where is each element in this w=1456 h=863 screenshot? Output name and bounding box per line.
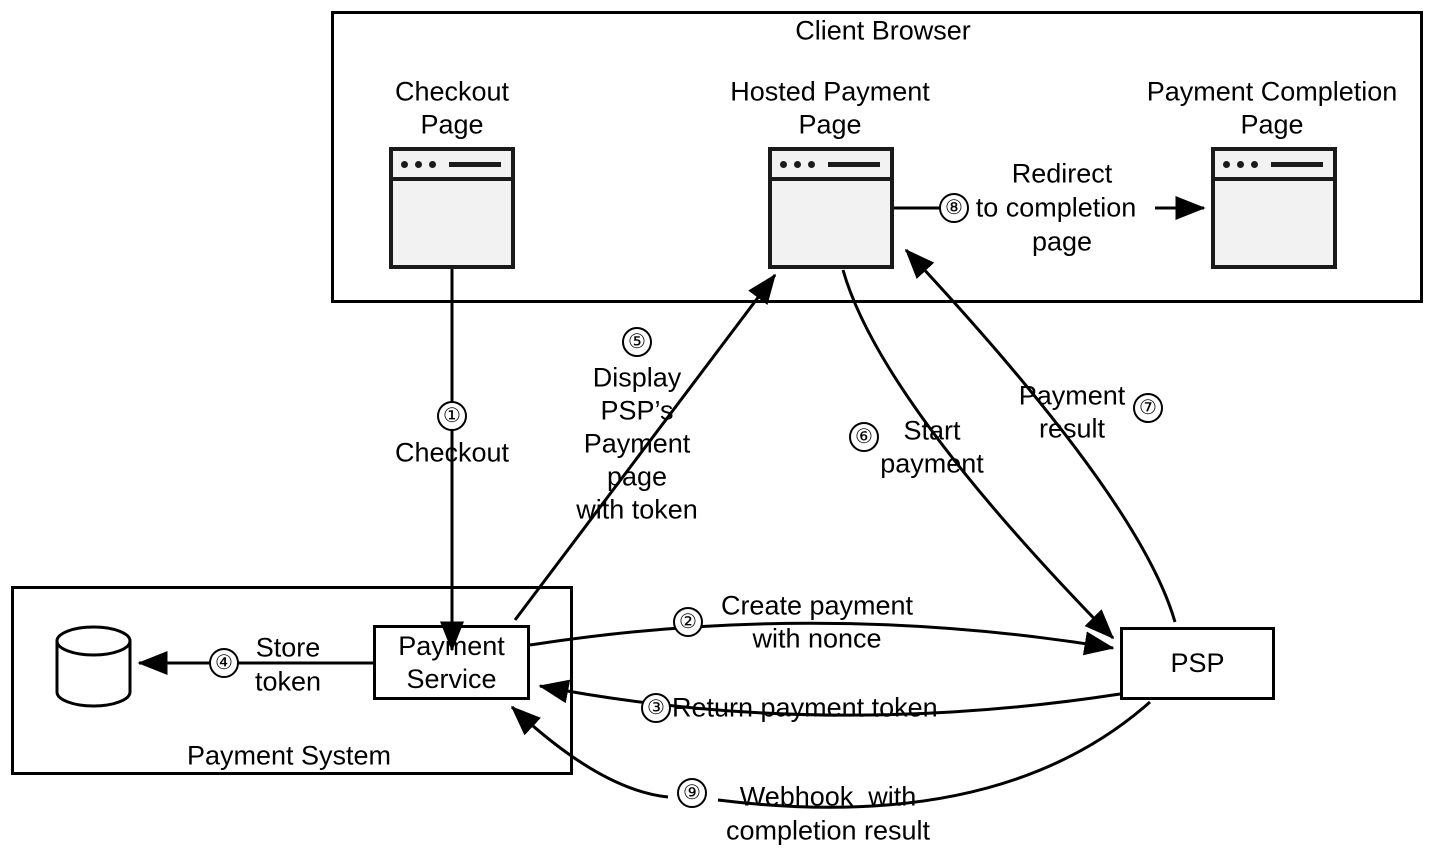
browser-viewport	[772, 181, 890, 265]
browser-dot-icon	[429, 160, 436, 168]
connector-step9-tail	[510, 705, 669, 799]
browser-dot-icon	[780, 160, 787, 168]
step-number-7: ⑦	[1133, 393, 1163, 423]
node-psp-label: PSP	[1170, 648, 1225, 678]
browser-viewport	[1215, 181, 1333, 265]
container-payment-system	[11, 586, 573, 775]
step-number-2: ②	[673, 607, 703, 637]
step-number-5: ⑤	[622, 327, 652, 357]
step-number-8: ⑧	[939, 193, 969, 223]
browser-address-bar-icon	[828, 161, 880, 167]
step-number-1: ①	[437, 401, 467, 431]
browser-dot-icon	[794, 160, 801, 168]
payment-service-label-line2: Service	[406, 663, 497, 694]
browser-address-bar-icon	[449, 161, 501, 167]
connector-step5	[513, 273, 777, 621]
payment-completion-page-browser-icon[interactable]	[1211, 147, 1337, 269]
step-number-3: ③	[641, 693, 671, 723]
browser-dot-icon	[1251, 160, 1258, 168]
step-number-6: ⑥	[849, 422, 879, 452]
browser-dot-icon	[1223, 160, 1230, 168]
browser-titlebar	[1215, 151, 1333, 181]
step-number-4: ④	[209, 648, 239, 678]
browser-dot-icon	[401, 160, 408, 168]
connector-step3	[538, 679, 1121, 717]
connector-step9	[717, 700, 1151, 809]
browser-viewport	[393, 181, 511, 265]
container-client-browser	[331, 11, 1423, 303]
checkout-page-browser-icon[interactable]	[389, 147, 515, 269]
hosted-payment-page-browser-icon[interactable]	[768, 147, 894, 269]
browser-dot-icon	[808, 160, 815, 168]
connector-step6	[841, 269, 1115, 640]
connector-step2	[529, 621, 1115, 656]
database-cylinder-icon[interactable]	[55, 625, 132, 708]
browser-titlebar	[393, 151, 511, 181]
browser-titlebar	[772, 151, 890, 181]
browser-dot-icon	[415, 160, 422, 168]
node-payment-service-label: Payment Service	[398, 630, 505, 696]
browser-dot-icon	[1237, 160, 1244, 168]
connector-step7	[904, 248, 1177, 623]
browser-address-bar-icon	[1271, 161, 1323, 167]
step-number-9: ⑨	[677, 778, 707, 808]
node-psp[interactable]: PSP	[1120, 627, 1275, 700]
